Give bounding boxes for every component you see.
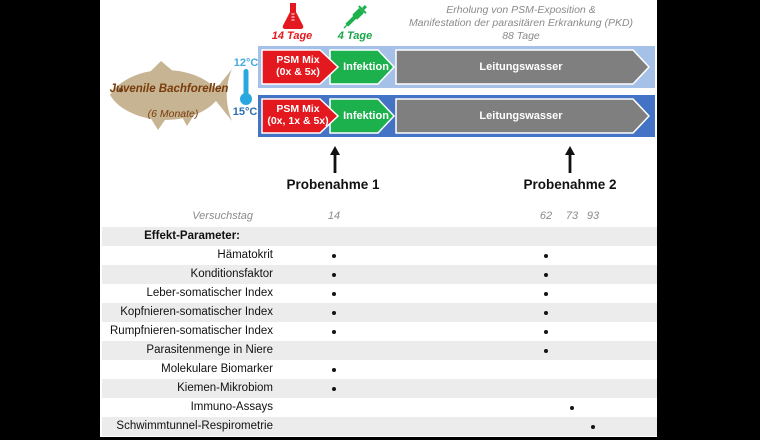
sampling-dot [570, 406, 574, 410]
row-label: Effekt-Parameter: [144, 230, 240, 242]
recovery-line-2: Manifestation der parasitären Erkrankung… [408, 17, 634, 29]
row-label: Immuno-Assays [190, 401, 273, 413]
timeline-12c-arrows [258, 46, 655, 88]
sampling-dot [332, 273, 336, 277]
day-number: 93 [586, 210, 600, 222]
table-row: Hämatokrit [102, 246, 657, 265]
sampling-dot [332, 292, 336, 296]
psm-arrow-label: PSM Mix (0x & 5x) [258, 54, 338, 78]
table-row: Molekulare Biomarker [102, 360, 657, 379]
recovery-description: Erholung von PSM-Exposition & Manifestat… [380, 4, 662, 43]
table-row: Immuno-Assays [102, 398, 657, 417]
flask-icon [282, 3, 304, 30]
table-row: Kiemen-Mikrobiom [102, 379, 657, 398]
day-number: 14 [327, 210, 341, 222]
sampling-1-label: Probenahme 1 [286, 177, 380, 192]
days-row: 14 62 73 93 [0, 210, 760, 226]
age-label: (6 Monate) [147, 108, 199, 120]
table-row: Parasitenmenge in Niere [102, 341, 657, 360]
table-row: Effekt-Parameter: [102, 227, 657, 246]
sampling-arrow-1-icon [330, 146, 340, 173]
thermometer-icon [240, 69, 252, 105]
sampling-dot [332, 368, 336, 372]
row-label: Konditionsfaktor [190, 268, 273, 280]
table-row: Leber-somatischer Index [102, 284, 657, 303]
sampling-2-label: Probenahme 2 [523, 177, 617, 192]
water-arrow-label: Leitungswasser [479, 61, 563, 73]
sampling-dot [544, 254, 548, 258]
row-label: Kopfnieren-somatischer Index [120, 306, 273, 318]
psm-doses: (0x & 5x) [276, 66, 320, 78]
row-label: Molekulare Biomarker [161, 363, 273, 375]
day-axis-label: Versuchstag [192, 210, 253, 222]
sampling-dot [544, 311, 548, 315]
species-label: Juvenile Bachforellen [109, 83, 229, 95]
psm-name: PSM Mix [276, 54, 320, 66]
sampling-dot [591, 425, 595, 429]
temperature-top-label: 12°C [233, 57, 259, 69]
sampling-dot [332, 330, 336, 334]
psm-doses: (0x, 1x & 5x) [267, 115, 329, 127]
row-label: Schwimmtunnel-Respirometrie [116, 420, 273, 432]
row-label: Kiemen-Mikrobiom [177, 382, 273, 394]
sampling-dot [544, 292, 548, 296]
table-row: Rumpfnieren-somatischer Index [102, 322, 657, 341]
sampling-dot [332, 311, 336, 315]
fish-icon [110, 61, 232, 130]
timeline-15c-arrows [258, 95, 655, 137]
psm-arrow-label: PSM Mix (0x, 1x & 5x) [258, 103, 338, 127]
table-row: Kopfnieren-somatischer Index [102, 303, 657, 322]
temperature-bottom-label: 15°C [232, 106, 258, 118]
sampling-arrow-2-icon [565, 146, 575, 173]
row-label: Rumpfnieren-somatischer Index [110, 325, 273, 337]
row-label: Hämatokrit [217, 249, 273, 261]
infection-arrow-label: Infektion [343, 110, 389, 122]
sampling-dot [544, 330, 548, 334]
sampling-dot [544, 273, 548, 277]
table-row: Konditionsfaktor [102, 265, 657, 284]
timeline-15c: PSM Mix (0x, 1x & 5x) Infektion Leitungs… [258, 95, 655, 137]
sampling-dot [544, 349, 548, 353]
row-label: Parasitenmenge in Niere [146, 344, 273, 356]
row-label: Leber-somatischer Index [146, 287, 273, 299]
timeline-12c: PSM Mix (0x & 5x) Infektion Leitungswass… [258, 46, 655, 88]
sampling-dot [332, 387, 336, 391]
psm-duration-label: 14 Tage [271, 30, 313, 42]
recovery-line-3: 88 Tage [502, 30, 540, 42]
table-row: Schwimmtunnel-Respirometrie [102, 417, 657, 436]
sampling-dot [332, 254, 336, 258]
recovery-line-1: Erholung von PSM-Exposition & [446, 4, 596, 16]
psm-name: PSM Mix [276, 103, 320, 115]
infection-arrow-label: Infektion [343, 61, 389, 73]
infection-duration-label: 4 Tage [337, 30, 373, 42]
syringe-icon [343, 5, 367, 29]
water-arrow-label: Leitungswasser [479, 110, 563, 122]
day-number: 62 [539, 210, 553, 222]
day-number: 73 [565, 210, 579, 222]
